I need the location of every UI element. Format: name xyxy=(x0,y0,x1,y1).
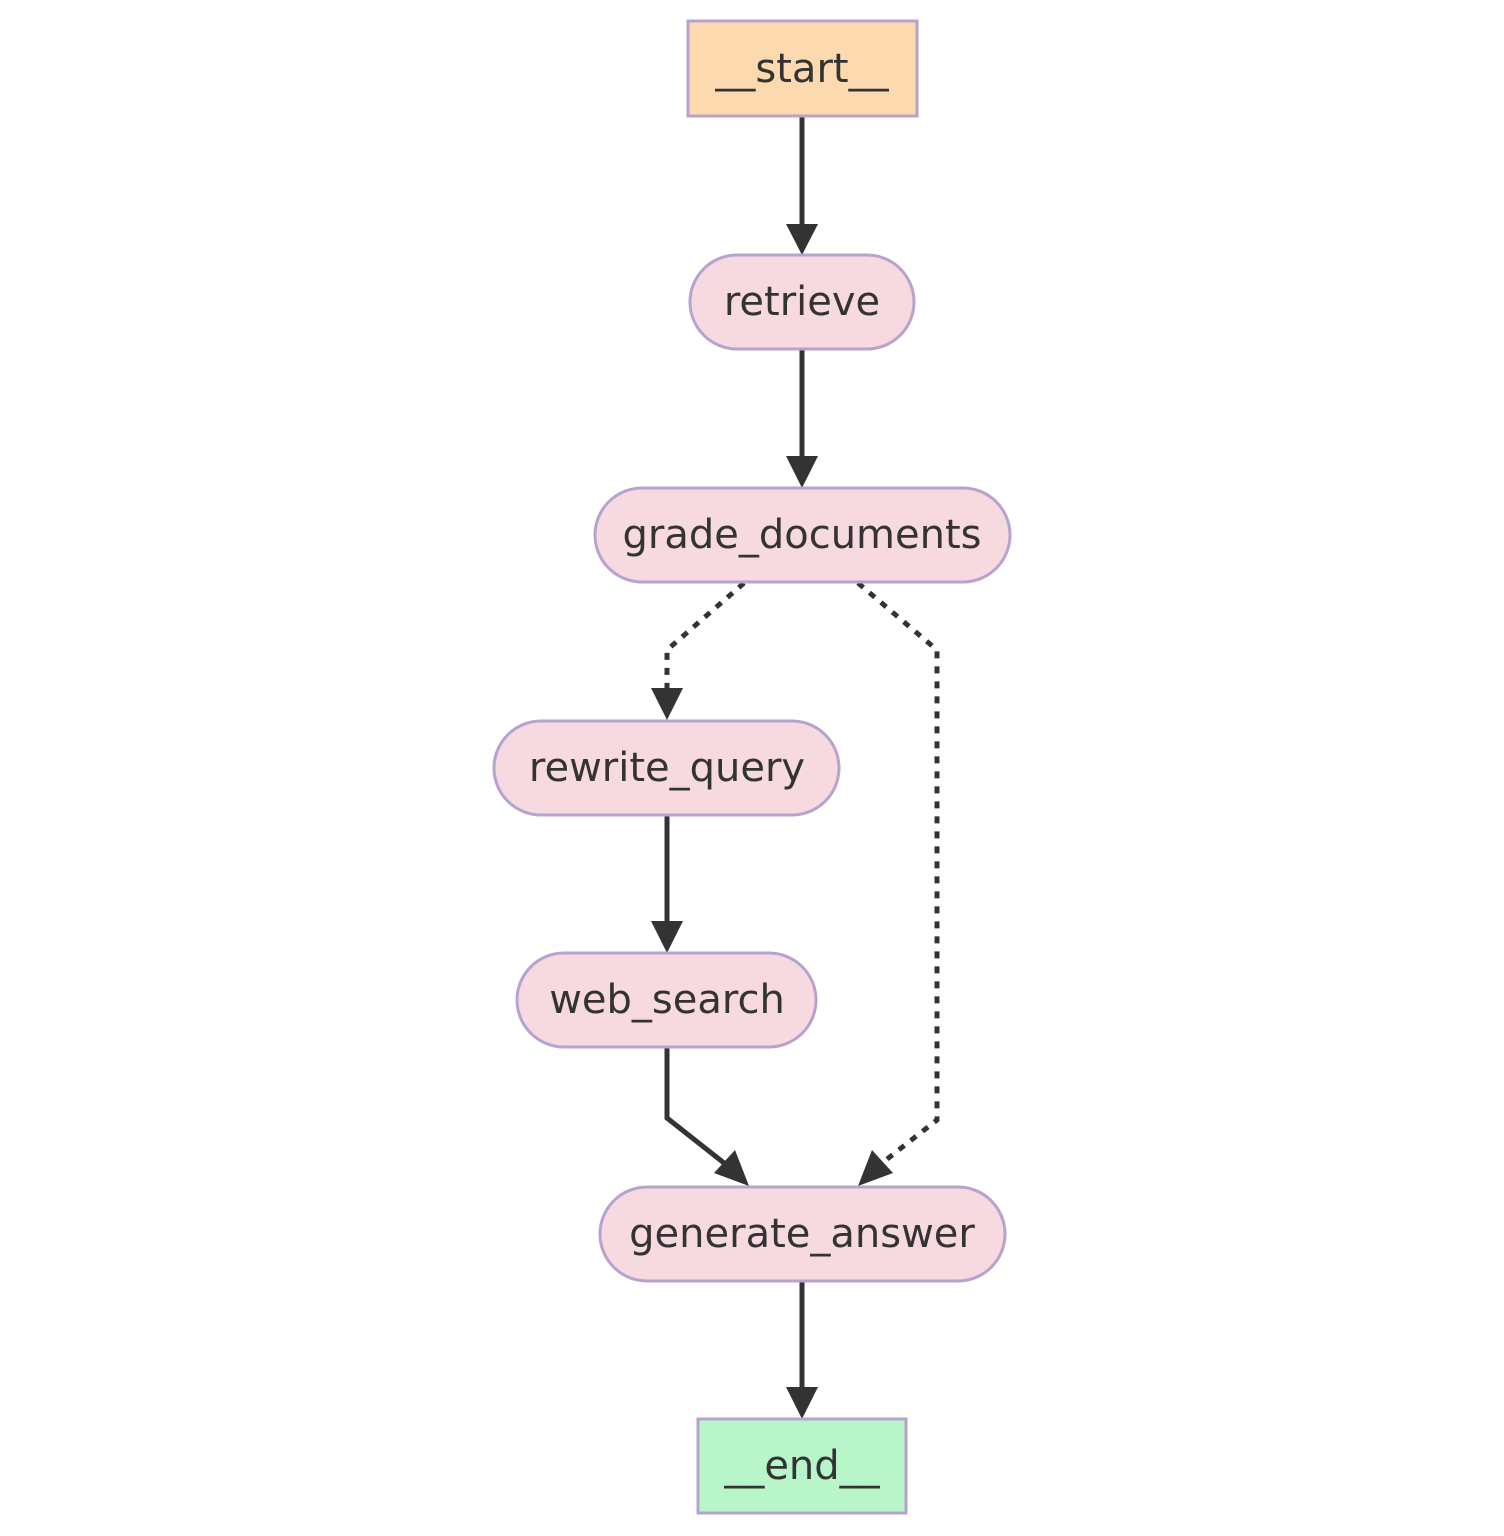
node-generate-answer: generate_answer xyxy=(598,1185,1007,1283)
node-end: __end__ xyxy=(696,1417,908,1515)
edges xyxy=(651,117,940,1419)
node-web-search-box xyxy=(515,951,818,1049)
node-start-box xyxy=(686,19,919,118)
node-start: __start__ xyxy=(686,19,919,118)
node-grade-documents-box xyxy=(593,486,1012,584)
node-generate-answer-label: generate_answer xyxy=(629,1211,975,1257)
arrowhead-grade-documents-to-rewrite-query xyxy=(651,688,683,720)
edge-web-search-to-generate-answer xyxy=(664,1048,726,1165)
node-rewrite-query-label: rewrite_query xyxy=(529,745,805,791)
node-grade-documents: grade_documents xyxy=(593,486,1012,584)
node-grade-documents-label: grade_documents xyxy=(622,512,981,558)
node-rewrite-query: rewrite_query xyxy=(492,719,841,817)
node-retrieve-box xyxy=(688,253,916,351)
node-retrieve: retrieve xyxy=(688,253,916,351)
arrowhead-grade-documents-to-generate-answer xyxy=(858,1150,893,1186)
node-retrieve-label: retrieve xyxy=(724,279,880,325)
node-end-box xyxy=(696,1417,908,1515)
arrowhead-retrieve-to-grade-documents xyxy=(786,456,818,488)
arrowhead-start-to-retrieve xyxy=(786,224,818,255)
arrowhead-web-search-to-generate-answer xyxy=(714,1150,749,1186)
edge-grade-documents-to-rewrite-query xyxy=(664,581,746,690)
node-rewrite-query-box xyxy=(492,719,841,817)
edge-grade-documents-to-generate-answer xyxy=(856,581,940,1165)
node-start-label: __start__ xyxy=(714,46,889,92)
node-web-search-label: web_search xyxy=(549,977,785,1023)
arrowhead-generate-answer-to-end xyxy=(786,1387,818,1419)
node-end-label: __end__ xyxy=(723,1443,880,1489)
arrowhead-rewrite-query-to-web-search xyxy=(651,921,683,953)
node-web-search: web_search xyxy=(515,951,818,1049)
node-generate-answer-box xyxy=(598,1185,1007,1283)
